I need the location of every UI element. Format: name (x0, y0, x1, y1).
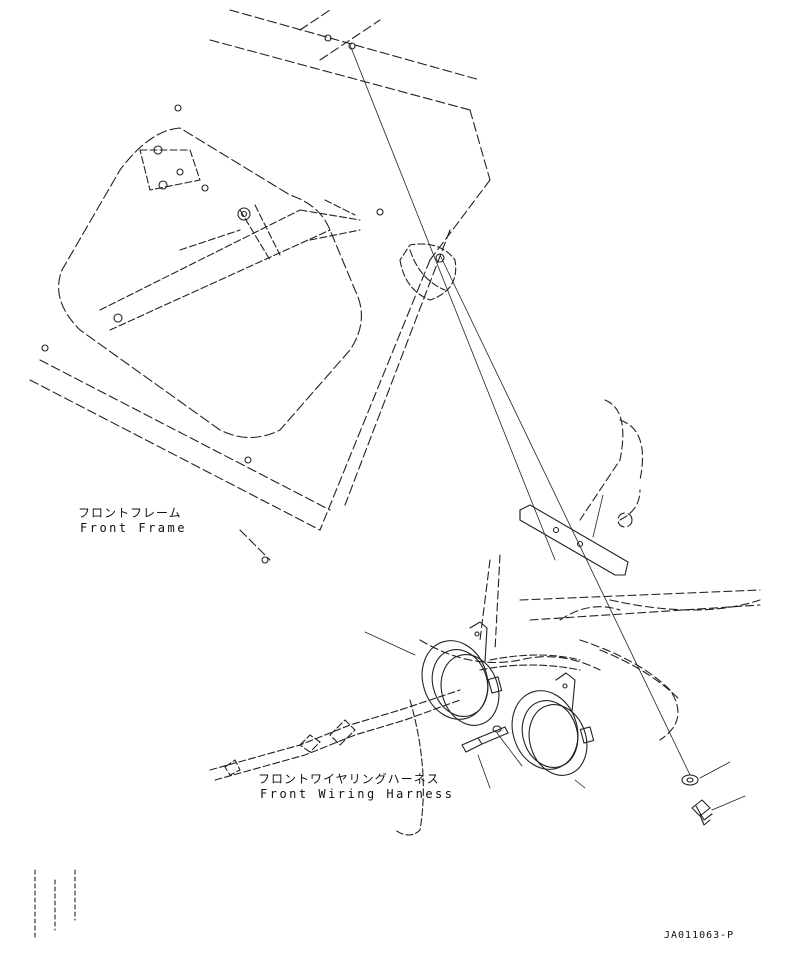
washer-bracket (681, 774, 699, 786)
front-wiring-harness-label-jp: フロントワイヤリングハーネス (258, 772, 440, 786)
rear-structure (419, 399, 761, 741)
front-frame-label-jp: フロントフレーム (78, 506, 182, 520)
bolt-horn (461, 726, 509, 753)
ground-marks (34, 869, 76, 941)
leader-line-bracket (349, 44, 556, 561)
horn-right (511, 672, 595, 776)
wiring-harness (209, 654, 581, 836)
leader-line-washer (439, 254, 691, 776)
callout-leaders (364, 631, 746, 811)
front-frame-drawing (29, 9, 491, 564)
frame-panel-outline (58, 127, 362, 438)
horn-bracket (519, 494, 629, 576)
frame-bolt-holes (41, 34, 445, 564)
front-frame-label-en: Front Frame (80, 521, 187, 535)
horn-left (421, 621, 503, 726)
washer-horn (492, 725, 502, 733)
bolt-bracket (691, 799, 713, 826)
front-wiring-harness-label-en: Front Wiring Harness (260, 787, 455, 801)
drawing-code: JA011063-P (664, 930, 735, 941)
